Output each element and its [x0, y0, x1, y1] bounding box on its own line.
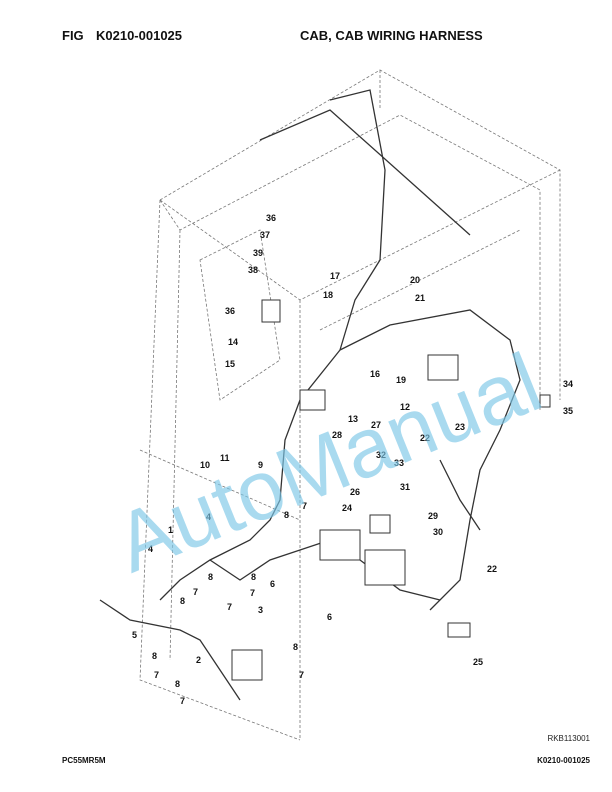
connector-block — [427, 354, 459, 381]
connector-25 — [447, 622, 471, 638]
callout: 1 — [168, 525, 173, 535]
relay-box — [364, 549, 406, 586]
fuse-box — [319, 529, 361, 561]
callout: 7 — [302, 501, 307, 511]
callout: 27 — [371, 420, 381, 430]
callout: 10 — [200, 460, 210, 470]
callout: 34 — [563, 379, 573, 389]
callout: 8 — [251, 572, 256, 582]
connector-13 — [299, 389, 326, 411]
callout: 36 — [225, 306, 235, 316]
callout: 6 — [327, 612, 332, 622]
callout: 18 — [323, 290, 333, 300]
connector-2 — [231, 649, 263, 681]
callout: 8 — [175, 679, 180, 689]
components — [231, 299, 551, 681]
callout: 8 — [293, 642, 298, 652]
callout: 11 — [220, 453, 230, 463]
callout: 21 — [415, 293, 425, 303]
callout: 9 — [258, 460, 263, 470]
figure-code: K0210-001025 — [96, 28, 183, 43]
callout: 7 — [250, 588, 255, 598]
callout: 14 — [228, 337, 238, 347]
callout: 4 — [206, 512, 211, 522]
callout: 3 — [258, 605, 263, 615]
connector-34 — [539, 394, 551, 408]
callout: 7 — [180, 696, 185, 706]
callout: 19 — [396, 375, 406, 385]
callout: 31 — [400, 482, 410, 492]
callout: 22 — [487, 564, 497, 574]
callout: 7 — [154, 670, 159, 680]
fig-label: FIG — [62, 28, 84, 43]
callout: 37 — [260, 230, 270, 240]
callout: 24 — [342, 503, 352, 513]
reference-code: RKB113001 — [547, 734, 590, 743]
cab-frame — [139, 69, 561, 741]
callout: 2 — [196, 655, 201, 665]
callout: 8 — [284, 510, 289, 520]
wiring-harness — [99, 89, 521, 701]
callout: 16 — [370, 369, 380, 379]
model-number: PC55MR5M — [62, 756, 106, 765]
callout: 8 — [152, 651, 157, 661]
callout: 7 — [193, 587, 198, 597]
callout: 35 — [563, 406, 573, 416]
callout: 30 — [433, 527, 443, 537]
connector-26 — [369, 514, 391, 534]
callout: 38 — [248, 265, 258, 275]
callout: 20 — [410, 275, 420, 285]
page-id: K0210-001025 — [537, 756, 590, 765]
callout: 29 — [428, 511, 438, 521]
callout: 6 — [270, 579, 275, 589]
callout: 15 — [225, 359, 235, 369]
callout: 32 — [376, 450, 386, 460]
callout: 13 — [348, 414, 358, 424]
callout: 23 — [455, 422, 465, 432]
callout: 26 — [350, 487, 360, 497]
callout: 8 — [180, 596, 185, 606]
callout: 22 — [420, 433, 430, 443]
switch-component — [261, 299, 281, 323]
callout: 17 — [330, 271, 340, 281]
callout: 12 — [400, 402, 410, 412]
callout: 5 — [132, 630, 137, 640]
callout-labels: 36 37 39 38 36 17 18 20 21 14 15 16 19 1… — [132, 213, 573, 706]
callout: 7 — [227, 602, 232, 612]
callout: 7 — [299, 670, 304, 680]
callout: 8 — [208, 572, 213, 582]
callout: 36 — [266, 213, 276, 223]
callout: 39 — [253, 248, 263, 258]
callout: 33 — [394, 458, 404, 468]
page-title: CAB, CAB WIRING HARNESS — [300, 28, 483, 43]
callout: 4 — [148, 544, 153, 554]
callout: 25 — [473, 657, 483, 667]
callout: 28 — [332, 430, 342, 440]
